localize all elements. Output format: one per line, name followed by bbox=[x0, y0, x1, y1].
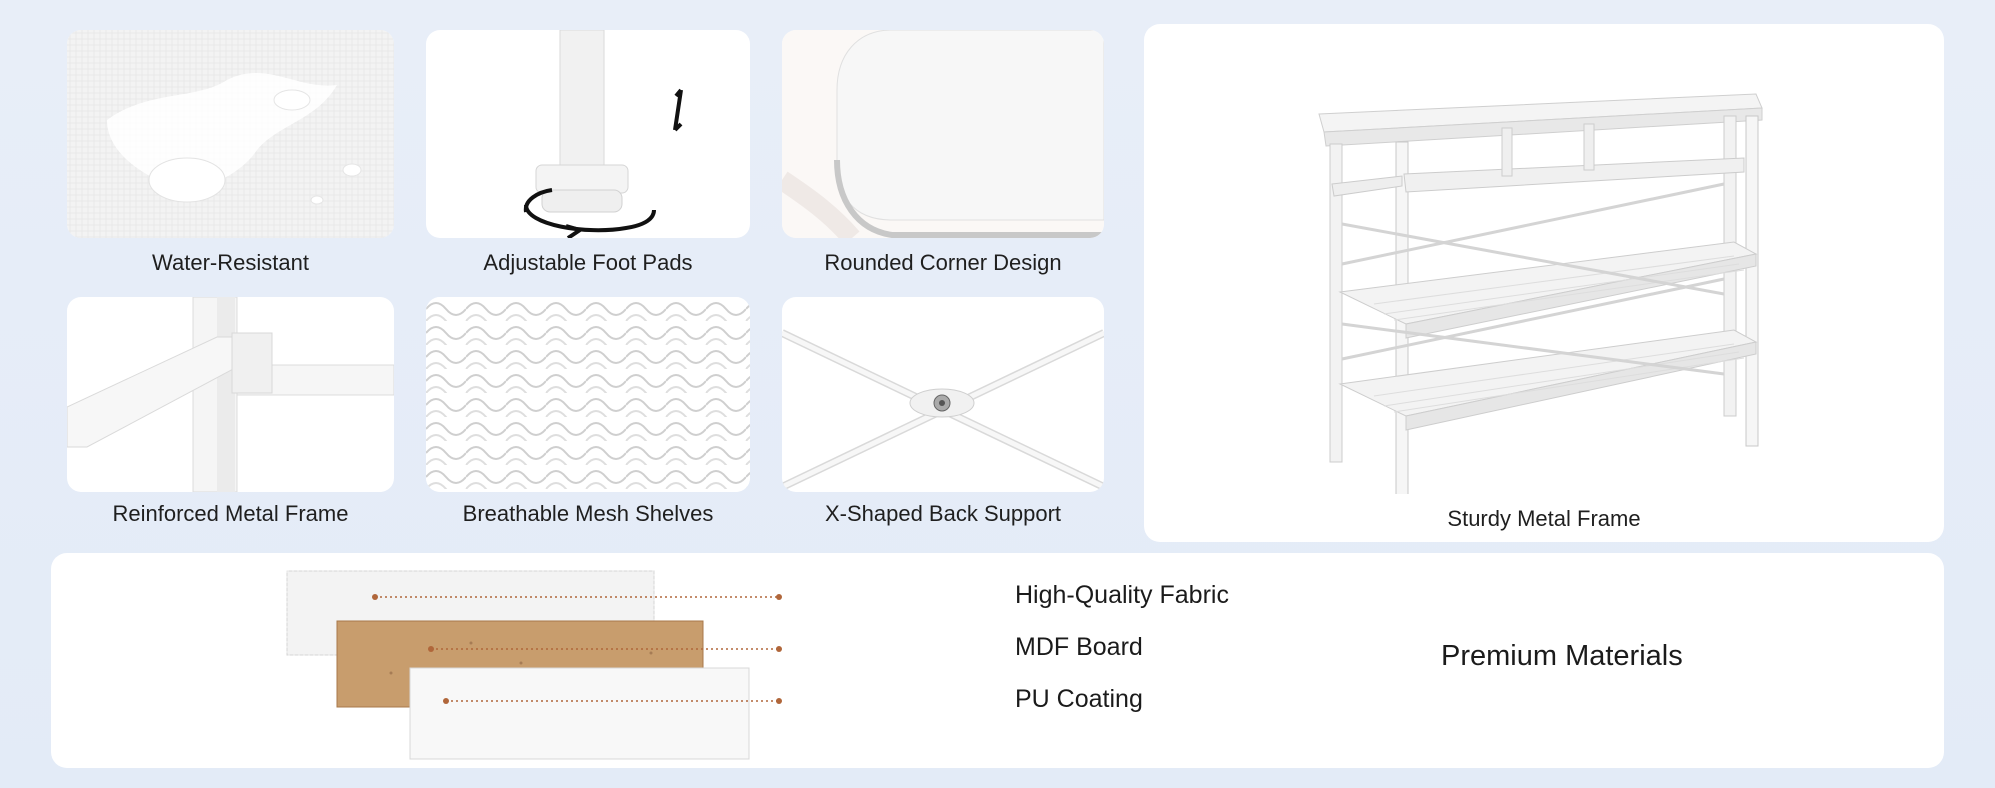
feature-caption-mesh-shelves: Breathable Mesh Shelves bbox=[462, 501, 714, 526]
materials-panel: High-Quality Fabric MDF Board PU Coating… bbox=[51, 553, 1944, 768]
foot-pad-image bbox=[426, 30, 750, 238]
feature-caption-metal-frame: Reinforced Metal Frame bbox=[112, 501, 349, 526]
material-label-fabric: High-Quality Fabric bbox=[1015, 581, 1229, 609]
material-label-pu: PU Coating bbox=[1015, 685, 1143, 713]
feature-caption-foot-pads: Adjustable Foot Pads bbox=[483, 250, 693, 275]
material-label-mdf: MDF Board bbox=[1015, 633, 1143, 661]
feature-caption-rounded-corner: Rounded Corner Design bbox=[824, 250, 1062, 275]
mesh-shelf-icon bbox=[426, 297, 750, 492]
water-resistant-image bbox=[67, 30, 394, 238]
metal-frame-icon bbox=[67, 297, 394, 492]
metal-frame-image bbox=[67, 297, 394, 492]
materials-title: Premium Materials bbox=[1441, 640, 1683, 672]
x-support-icon bbox=[782, 329, 1104, 491]
mesh-shelf-image bbox=[426, 297, 750, 492]
feature-caption-water-resistant: Water-Resistant bbox=[152, 250, 309, 275]
console-table-icon bbox=[1318, 93, 1763, 494]
material-layers-icon bbox=[286, 570, 782, 760]
feature-caption-x-support: X-Shaped Back Support bbox=[824, 501, 1062, 526]
foot-pad-icon bbox=[523, 30, 683, 238]
x-support-image bbox=[782, 297, 1104, 492]
main-product-caption: Sturdy Metal Frame bbox=[1447, 506, 1641, 531]
rounded-corner-icon bbox=[782, 30, 1104, 238]
rounded-corner-image bbox=[782, 30, 1104, 238]
water-drops-icon bbox=[67, 30, 394, 238]
main-product-panel: Sturdy Metal Frame bbox=[1144, 24, 1944, 542]
